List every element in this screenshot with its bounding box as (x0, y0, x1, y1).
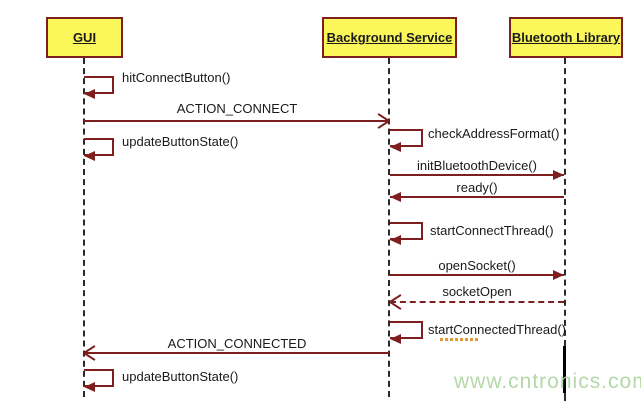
message-line-action-connected (84, 352, 389, 354)
self-message-start-connected-thread (390, 321, 423, 344)
arrowhead-ready (390, 192, 401, 202)
message-label-ready: ready() (456, 180, 498, 195)
message-line-action-connect (84, 120, 389, 122)
message-label-socket-open: socketOpen (442, 284, 512, 299)
lifeline-background-service (388, 58, 390, 397)
message-label-open-socket: openSocket() (438, 258, 516, 273)
message-label-check-address-format: checkAddressFormat() (428, 126, 560, 141)
self-message-start-connect-thread (390, 222, 423, 245)
self-message-update-button-state-1 (84, 138, 114, 161)
message-label-action-connected: ACTION_CONNECTED (167, 336, 307, 351)
message-line-init-bluetooth-device (390, 174, 564, 176)
arrowhead-socket-open (390, 294, 404, 310)
lifeline-gui (83, 58, 85, 397)
lifeline-bluetooth-library-tail (564, 393, 566, 401)
self-message-check-address-format (390, 129, 423, 152)
actor-label-gui: GUI (72, 30, 97, 45)
actor-box-bluetooth-library: Bluetooth Library (509, 17, 623, 58)
arrowhead-action-connect (375, 113, 389, 129)
message-line-ready (390, 196, 564, 198)
self-message-update-button-state-2 (84, 369, 114, 392)
watermark: www.cntronics.com (454, 370, 641, 393)
activation-bar-bluetooth-library (563, 346, 566, 393)
message-label-init-bluetooth-device: initBluetoothDevice() (417, 158, 537, 173)
arrowhead-action-connected (84, 345, 98, 361)
message-label-hit-connect-button: hitConnectButton() (122, 70, 231, 85)
arrowhead-open-socket (553, 270, 564, 280)
spellcheck-squiggle (440, 338, 478, 341)
message-label-update-button-state-1: updateButtonState() (122, 134, 239, 149)
self-message-hit-connect-button (84, 76, 114, 99)
actor-box-gui: GUI (46, 17, 123, 58)
message-label-start-connected-thread: startConnectedThread() (428, 322, 567, 337)
message-label-start-connect-thread: startConnectThread() (430, 223, 554, 238)
message-line-open-socket (390, 274, 564, 276)
actor-label-bluetooth-library: Bluetooth Library (511, 30, 621, 45)
lifeline-bluetooth-library (564, 58, 566, 346)
message-line-socket-open (390, 301, 564, 303)
message-label-update-button-state-2: updateButtonState() (122, 369, 239, 384)
message-label-action-connect: ACTION_CONNECT (176, 101, 298, 116)
arrowhead-init-bluetooth-device (553, 170, 564, 180)
actor-label-background-service: Background Service (326, 30, 453, 45)
actor-box-background-service: Background Service (322, 17, 457, 58)
